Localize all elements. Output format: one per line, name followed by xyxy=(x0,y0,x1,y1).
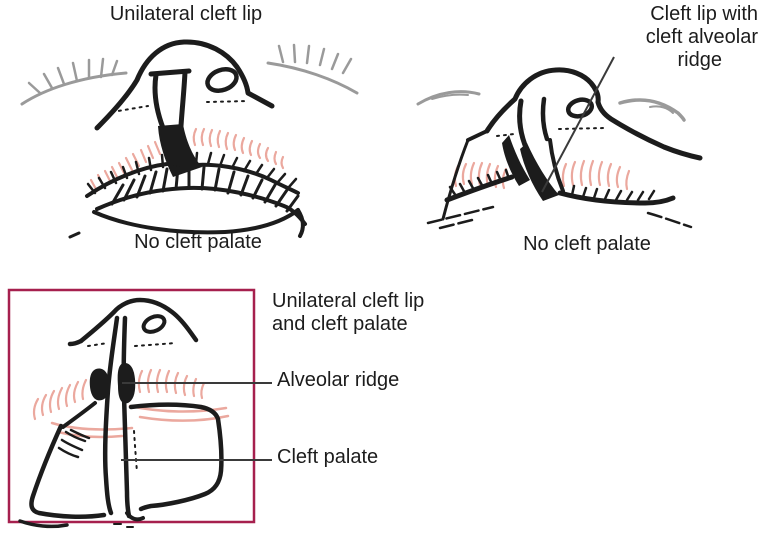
panel3-drawing-cleft-lip-and-palate xyxy=(18,297,230,529)
leader-lines xyxy=(121,56,615,461)
panel1-title: Unilateral cleft lip xyxy=(109,3,263,25)
nostril-icon xyxy=(141,314,167,334)
panel2-jaw-lines xyxy=(426,205,693,230)
panel3-title-line1: Unilateral cleft lip xyxy=(272,290,425,312)
panel2-title-line3: ridge xyxy=(677,49,722,71)
right-eyelash-icon xyxy=(266,43,359,95)
panel1-drawing-unilateral-cleft-lip xyxy=(20,39,359,239)
panel2-caption: No cleft palate xyxy=(523,233,651,255)
panel2-lip-right xyxy=(557,184,676,206)
panel2-title: Cleft lip with cleft alveolar ridge xyxy=(538,3,758,72)
panel2-pink-hatching-right xyxy=(561,159,631,191)
panel1-caption: No cleft palate xyxy=(134,231,262,253)
panel3-right-palate xyxy=(18,402,224,529)
panel2-lip-left xyxy=(444,168,515,203)
panel2-drawing-cleft-alveolar-ridge xyxy=(416,67,703,230)
panel1-upper-lip xyxy=(85,151,300,198)
panel2-title-line2: cleft alveolar xyxy=(645,26,758,48)
panel1-pink-hatching-right xyxy=(192,127,285,170)
panel3-nose-outline xyxy=(67,297,199,347)
panel3-title: Unilateral cleft lip and cleft palate xyxy=(272,290,424,336)
highlight-box xyxy=(7,288,256,524)
panel3-title-line2: and cleft palate xyxy=(272,313,408,335)
panel2-nose-outline xyxy=(441,67,703,221)
panel3-left-jaw xyxy=(29,401,107,519)
panel1-chin-outline xyxy=(68,208,305,239)
panel2-cleft-shadow xyxy=(502,96,565,201)
panel1-nose-outline xyxy=(94,39,275,131)
nostril-icon xyxy=(205,67,239,93)
right-eyebrow-icon xyxy=(618,98,686,122)
alveolar-ridge-label: Alveolar ridge xyxy=(277,369,400,391)
nostril-icon xyxy=(565,97,595,119)
left-eyelash-icon xyxy=(20,57,128,106)
cleft-palate-label: Cleft palate xyxy=(277,446,379,468)
left-eyebrow-icon xyxy=(416,90,481,106)
leader-cleft-alveolar-ridge xyxy=(541,56,615,193)
panel3-pink-hatching-left xyxy=(32,378,134,439)
panel3-cleft-palate-channel xyxy=(102,315,132,519)
panel2-title-line1: Cleft lip with xyxy=(650,3,758,25)
